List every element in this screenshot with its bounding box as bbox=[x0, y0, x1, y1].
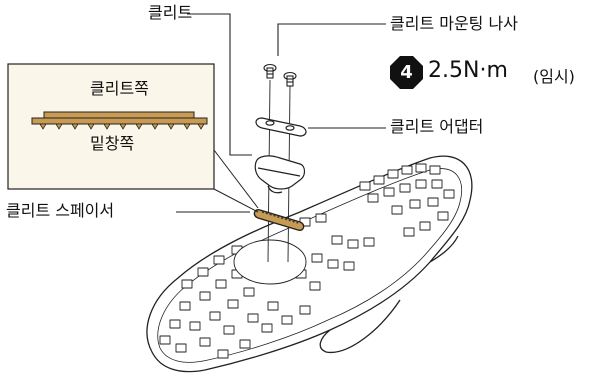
cleat-adapter bbox=[255, 117, 307, 137]
cleat-part bbox=[254, 155, 306, 194]
torque-value: 2.5N·m bbox=[428, 58, 508, 83]
label-cleat: 클리트 bbox=[148, 3, 193, 22]
inset-box bbox=[7, 63, 259, 213]
label-cleat-mounting-bolt: 클리트 마운팅 나사 bbox=[390, 14, 518, 33]
leader-lines bbox=[176, 13, 386, 213]
step-number-badge: 4 bbox=[390, 56, 423, 89]
step-number: 4 bbox=[400, 62, 413, 83]
inset-label-cleat-side: 클리트쪽 bbox=[90, 79, 149, 98]
label-cleat-spacer: 클리트 스페이서 bbox=[6, 201, 115, 220]
torque-note: (임시) bbox=[533, 67, 575, 86]
shoe-sole bbox=[146, 155, 473, 373]
octagon-badge-icon bbox=[390, 56, 423, 89]
label-cleat-adapter: 클리트 어댑터 bbox=[390, 117, 484, 136]
inset-label-sole-side: 밑창쪽 bbox=[90, 134, 135, 153]
mounting-bolts bbox=[263, 63, 297, 87]
